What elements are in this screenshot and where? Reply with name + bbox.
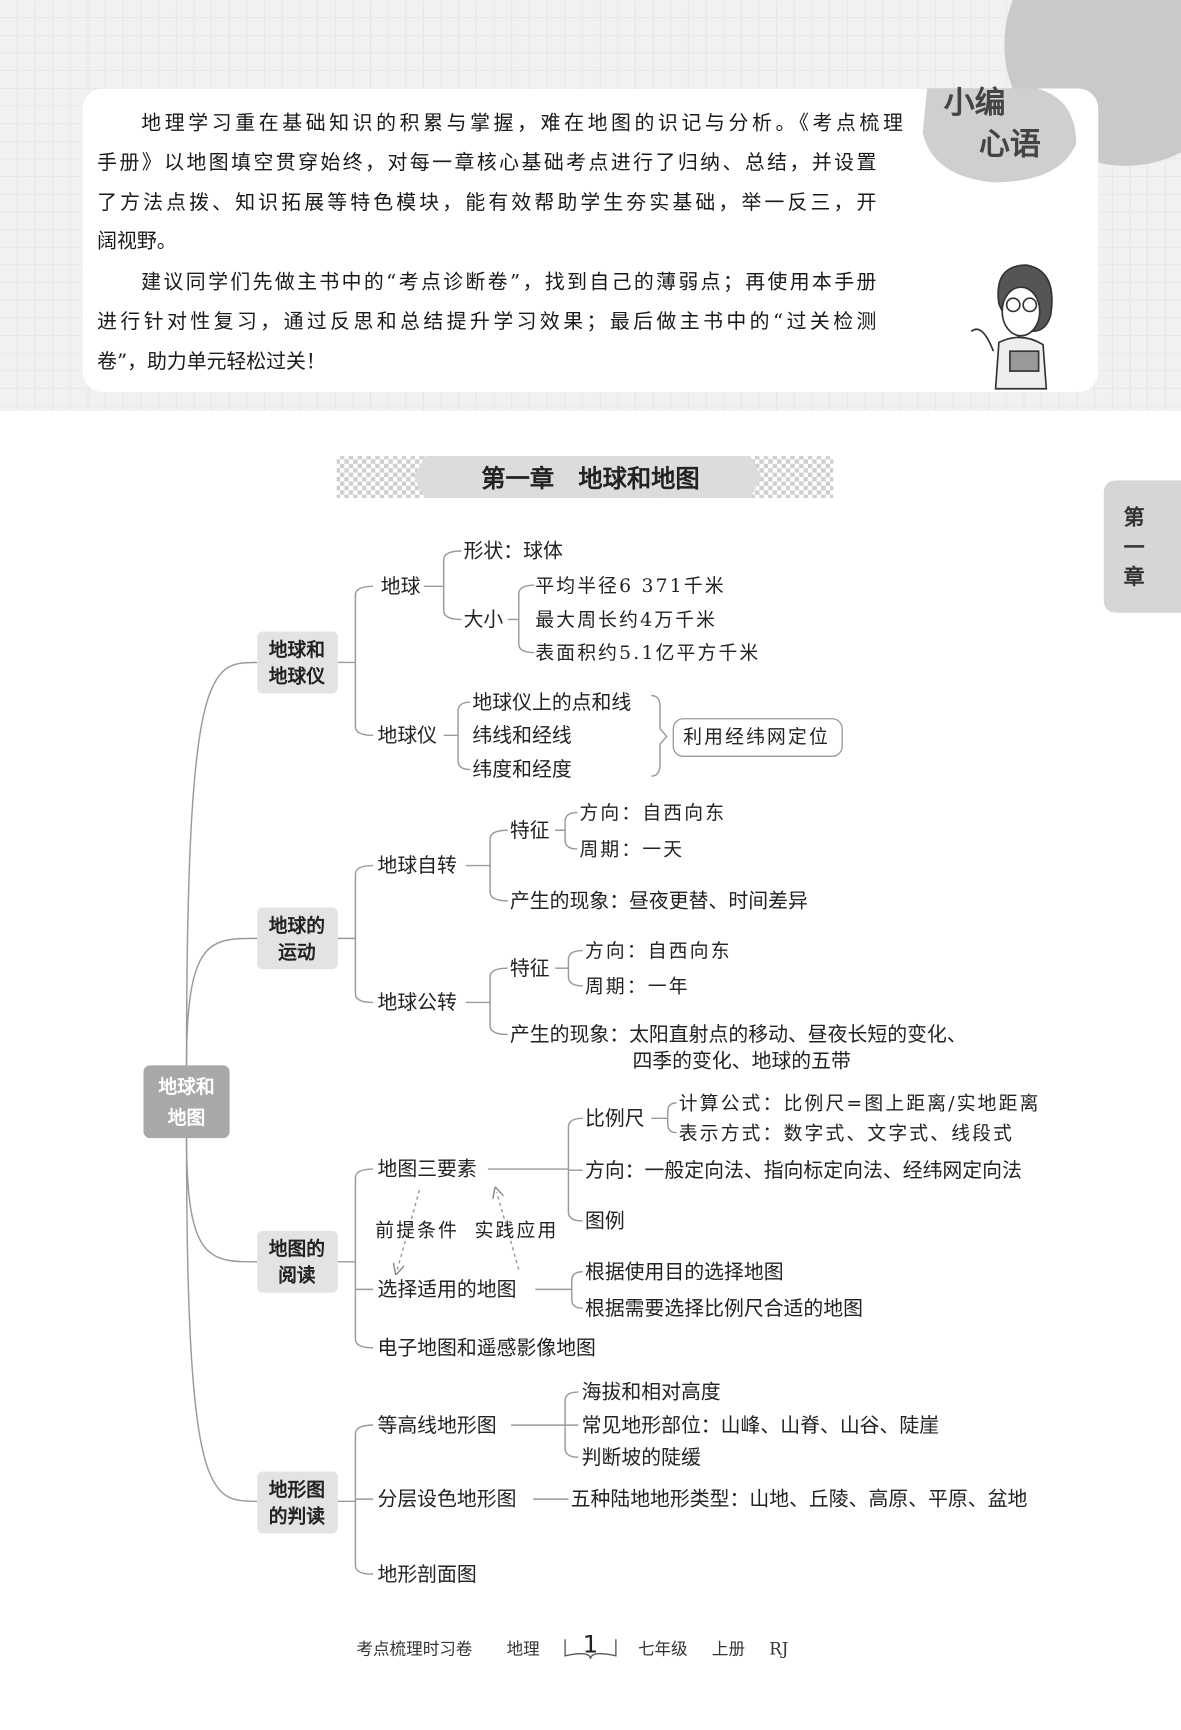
mind-map-node: 表示方式：数字式、文字式、线段式 (679, 1122, 1014, 1144)
mind-map-node: 周期：一天 (579, 839, 684, 861)
root-node: 地球和 地图 (143, 1065, 230, 1139)
mind-map-node: 比例尺 (585, 1107, 645, 1130)
topic-label: 地球和 (269, 638, 325, 661)
mind-map-node: 周期：一年 (585, 975, 690, 997)
mind-map-node: 地球仪上的点和线 (472, 691, 631, 714)
mind-map-node: 等高线地形图 (377, 1414, 496, 1437)
mind-map-node: 地球 (381, 575, 421, 598)
chapter-title: 第一章 地球和地图 (481, 464, 699, 493)
mind-map-node: 大小 (464, 608, 504, 631)
globe-positioning-box (672, 718, 843, 757)
intro-paragraph-line: 进行针对性复习，通过反思和总结提升学习效果；最后做主书中的“过关检测 (97, 310, 876, 333)
page-number: 1 (583, 1630, 598, 1659)
mind-map-node: 纬度和经度 (472, 758, 571, 781)
topic-label: 阅读 (278, 1264, 316, 1287)
mind-map-connectors (185, 550, 677, 1575)
mind-map-node: 分层设色地形图 (377, 1488, 516, 1511)
premise-arrow (397, 1189, 421, 1269)
mind-map-node: 特征 (510, 957, 550, 980)
topic-label: 地球仪 (269, 664, 325, 687)
mind-map-node: 根据使用目的选择地图 (585, 1260, 784, 1283)
mind-map-node: 表面积约5.1亿平方千米 (535, 642, 760, 664)
mind-map-node: 选择适用的地图 (377, 1278, 516, 1301)
footer-grade: 七年级 (638, 1640, 688, 1659)
topic-label: 地图的 (269, 1237, 325, 1260)
footer-subject: 地理 (507, 1640, 540, 1659)
practice-arrow (497, 1192, 520, 1270)
mind-map-node: 方向：自西向东 (585, 940, 732, 962)
mind-map-node: 判断坡的陡缓 (582, 1446, 701, 1469)
chapter-tab-label: 章 (1124, 565, 1145, 589)
topic-label: 的判读 (269, 1504, 325, 1527)
chapter-tab-label: 第 (1124, 505, 1145, 529)
topic-label: 地形图 (269, 1478, 325, 1501)
badge-text: 小编 (944, 85, 1006, 121)
footer: 考点梳理时习卷 地理 1 七年级 上册 RJ (357, 1630, 788, 1660)
mind-map-node: 产生的现象：太阳直射点的移动、昼夜长短的变化、 (510, 1023, 967, 1046)
topic-label: 地球的 (269, 914, 325, 937)
mind-map-node: 方向：一般定向法、指向标定向法、经纬网定向法 (585, 1159, 1022, 1182)
mind-map-node: 常见地形部位：山峰、山脊、山谷、陡崖 (582, 1414, 939, 1437)
mind-map-node: 地球公转 (377, 991, 457, 1014)
footer-volume: 上册 (712, 1640, 745, 1659)
mind-map-node: 纬线和经线 (472, 724, 571, 747)
mind-map-node: 最大周长约4万千米 (535, 609, 717, 631)
root-label: 地球和 (158, 1075, 214, 1098)
mind-map-node: 地球仪 (377, 724, 437, 747)
footer-series: 考点梳理时习卷 (357, 1640, 473, 1659)
mind-map-node: 实践应用 (475, 1219, 559, 1241)
mind-map-node: 利用经纬网定位 (683, 726, 830, 748)
mind-map-node: 计算公式：比例尺=图上距离/实地距离 (679, 1092, 1041, 1114)
mind-map-node: 平均半径6 371千米 (535, 575, 725, 597)
mind-map-node: 前提条件 (375, 1219, 459, 1241)
mind-map-node: 五种陆地地形类型：山地、丘陵、高原、平原、盆地 (571, 1488, 1028, 1511)
badge-text: 心语 (979, 127, 1041, 163)
teacher-illustration-icon (970, 264, 1053, 390)
intro-paragraph-line: 手册》以地图填空贯穿始终，对每一章核心基础考点进行了归纳、总结，并设置 (97, 151, 876, 174)
book-icon (564, 1639, 617, 1660)
intro-paragraph-line: 卷”，助力单元轻松过关！ (97, 350, 326, 373)
intro-paragraph-line: 阔视野。 (97, 229, 176, 252)
chapter-side-tab[interactable]: 第 一 章 (1103, 480, 1181, 613)
mind-map-node: 产生的现象：昼夜更替、时间差异 (510, 889, 808, 912)
root-label: 地图 (168, 1106, 206, 1129)
chapter-tab-label: 一 (1124, 535, 1145, 559)
intro-paragraph-line: 地理学习重在基础知识的积累与掌握，难在地图的识记与分析。《考点梳理 (141, 111, 903, 134)
mind-map-node: 地球自转 (377, 854, 457, 877)
footer-edition: RJ (769, 1640, 788, 1659)
mind-map-node: 根据需要选择比例尺合适的地图 (585, 1297, 863, 1320)
mind-map-node: 四季的变化、地球的五带 (632, 1050, 850, 1073)
mind-map-node: 特征 (510, 819, 550, 842)
mind-map-node: 图例 (585, 1210, 625, 1233)
intro-section: 小编 心语 地理学习重在基础知识的积累与掌握，难在地图的识记与分析。《考点梳理手… (0, 0, 1181, 411)
mind-map-node: 地图三要素 (377, 1158, 476, 1181)
mind-map-node: 地形剖面图 (377, 1563, 476, 1586)
mind-map-node: 方向：自西向东 (579, 802, 726, 824)
mind-map-node: 形状：球体 (464, 540, 563, 563)
topic-label: 运动 (278, 941, 316, 963)
mind-map-node: 电子地图和遥感影像地图 (377, 1337, 595, 1360)
mind-map-node: 海拔和相对高度 (582, 1381, 721, 1404)
chapter-title-banner: 第一章 地球和地图 (336, 456, 834, 499)
